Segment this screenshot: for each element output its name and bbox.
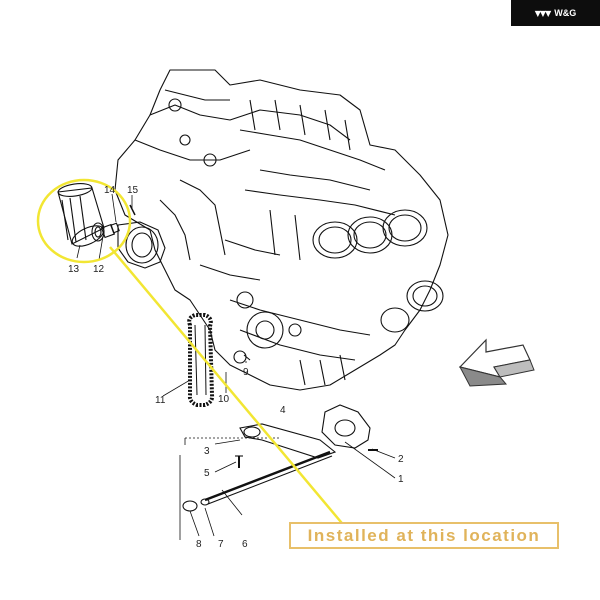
part-label-10: 10 — [218, 394, 230, 405]
timing-chain — [187, 313, 215, 407]
part-label-9: 9 — [243, 367, 249, 378]
callout-text: Installed at this location — [307, 525, 541, 545]
part-label-7: 7 — [218, 539, 224, 550]
part-label-12: 12 — [93, 264, 105, 275]
location-highlight — [36, 178, 347, 529]
oil-pump-assembly — [129, 204, 378, 512]
part-label-3: 3 — [204, 446, 210, 457]
part-label-4: 4 — [280, 405, 286, 416]
leader-lines — [76, 193, 396, 540]
part-label-13: 13 — [68, 264, 80, 275]
part-label-11: 11 — [155, 395, 166, 406]
part-label-5: 5 — [204, 468, 210, 479]
part-label-15: 15 — [127, 185, 139, 196]
brand-logo: ▼▼▼ W&G — [511, 0, 600, 26]
logo-mark-icon: ▼▼▼ — [534, 8, 552, 18]
oil-filter — [57, 183, 120, 247]
part-labels: 1 2 3 4 5 6 7 8 9 10 11 12 13 14 15 — [68, 185, 404, 550]
engine-block-drawing — [114, 69, 449, 391]
logo-text: W&G — [554, 8, 577, 18]
part-label-2: 2 — [398, 454, 404, 465]
direction-arrow — [458, 338, 535, 387]
callout-box: Installed at this location — [289, 522, 559, 549]
part-label-1: 1 — [398, 474, 404, 485]
part-label-14: 14 — [104, 185, 116, 196]
part-label-6: 6 — [242, 539, 248, 550]
part-label-8: 8 — [196, 539, 202, 550]
